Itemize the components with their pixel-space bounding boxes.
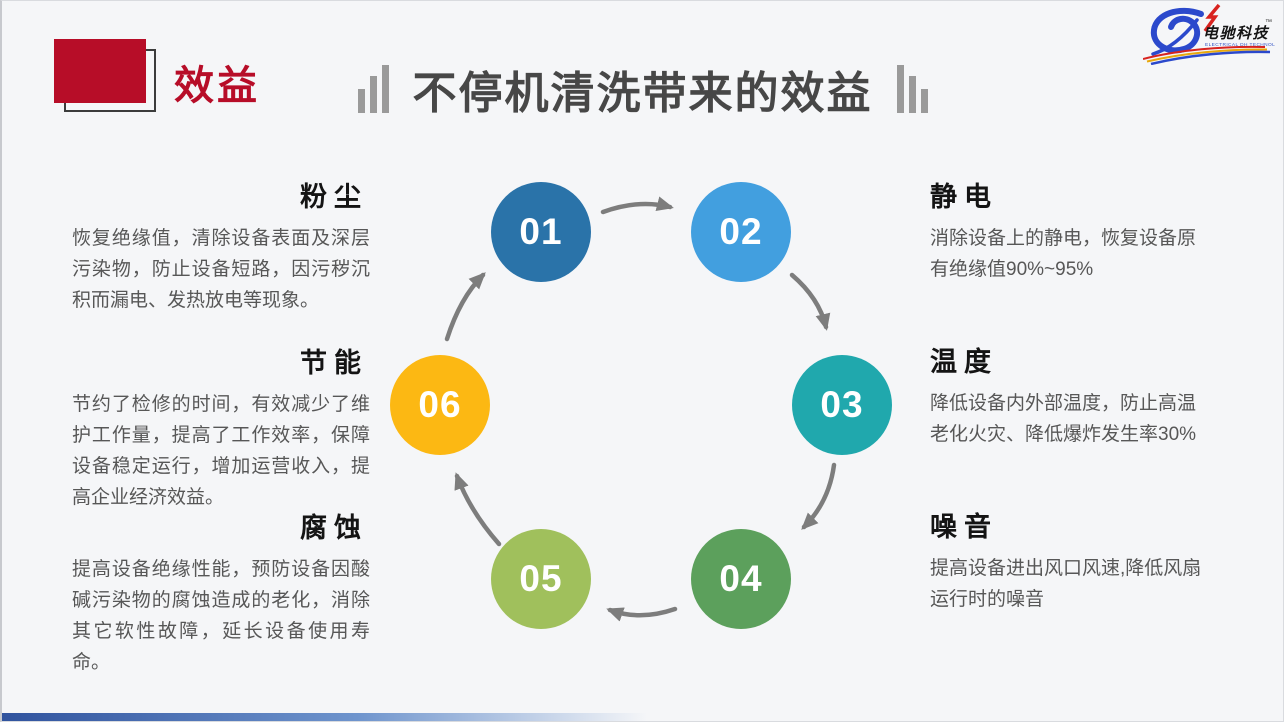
benefit-block-temperature: 温度 降低设备内外部温度，防止高温老化火灾、降低爆炸发生率30% [930, 346, 1214, 450]
logo-stripes-icon [1142, 45, 1271, 66]
step-number: 01 [519, 211, 563, 252]
arrow-04-05-icon [606, 606, 678, 622]
benefit-body: 提高设备绝缘性能，预防设备因酸碱污染物的腐蚀造成的老化，消除其它软性故障，延长设… [72, 559, 370, 674]
arrow-05-06-icon [454, 472, 502, 547]
cycle-step-05: 05 [491, 529, 591, 629]
equalizer-bars-right-icon [896, 65, 928, 118]
benefit-heading: 静电 [930, 182, 998, 212]
benefit-body: 节约了检修的时间，有效减少了维护工作量，提高了工作效率，保障设备稳定运行，增加运… [72, 394, 370, 509]
page-title: 不停机清洗带来的效益 [412, 68, 873, 118]
step-number: 03 [820, 384, 864, 425]
equalizer-bars-left-icon [357, 65, 389, 118]
company-logo: 电驰科技 ™ ELECTRICAL DH TECHNOLOGY [1142, 3, 1283, 66]
logo-swoosh-icon [1150, 7, 1204, 56]
step-number: 02 [719, 211, 763, 252]
benefit-heading: 温度 [930, 347, 998, 377]
cycle-step-04: 04 [691, 529, 791, 629]
cycle-step-03: 03 [792, 355, 892, 455]
cycle-arrows [444, 196, 837, 622]
cycle-step-01: 01 [491, 182, 591, 282]
arrow-01-02-icon [600, 196, 674, 215]
benefit-heading: 噪音 [930, 512, 998, 542]
title-row: 不停机清洗带来的效益 [2, 65, 1283, 118]
eq-bar [908, 76, 916, 113]
benefit-block-dust: 粉尘 恢复绝缘值，清除设备表面及深层污染物，防止设备短路，因污秽沉积而漏电、发热… [72, 181, 370, 316]
step-number: 05 [519, 558, 563, 599]
cycle-diagram: 01 02 03 04 05 06 [382, 159, 902, 659]
benefit-heading: 粉尘 [300, 182, 368, 212]
benefit-block-corrosion: 腐蚀 提高设备绝缘性能，预防设备因酸碱污染物的腐蚀造成的老化，消除其它软性故障，… [72, 512, 370, 678]
benefit-block-energy: 节能 节约了检修的时间，有效减少了维护工作量，提高了工作效率，保障设备稳定运行，… [72, 347, 370, 513]
cycle-step-06: 06 [390, 355, 490, 455]
benefit-body: 降低设备内外部温度，防止高温老化火灾、降低爆炸发生率30% [930, 393, 1197, 446]
eq-bar [920, 89, 928, 113]
step-number: 06 [418, 384, 462, 425]
eq-bar [369, 76, 377, 113]
logo-trademark: ™ [1265, 19, 1272, 26]
logo-subtitle: ELECTRICAL DH TECHNOLOGY [1205, 42, 1275, 48]
benefit-block-noise: 噪音 提高设备进出风口风速,降低风扇运行时的噪音 [930, 511, 1214, 615]
benefit-body: 消除设备上的静电，恢复设备原有绝缘值90%~95% [930, 228, 1197, 281]
arrow-06-01-icon [444, 272, 486, 342]
logo-brand-text: 电驰科技 [1203, 25, 1270, 42]
arrow-03-04-icon [801, 462, 837, 530]
arrow-02-03-icon [789, 272, 831, 331]
footer-accent-bar [2, 713, 647, 721]
eq-bar [381, 65, 389, 113]
benefit-heading: 节能 [300, 348, 368, 378]
benefit-heading: 腐蚀 [300, 513, 368, 543]
badge-red-box [54, 39, 146, 103]
benefit-block-static: 静电 消除设备上的静电，恢复设备原有绝缘值90%~95% [930, 181, 1214, 285]
lightning-bolt-icon [1203, 3, 1221, 33]
cycle-step-02: 02 [691, 182, 791, 282]
benefit-body: 提高设备进出风口风速,降低风扇运行时的噪音 [930, 558, 1202, 611]
section-label: 效益 [174, 64, 260, 108]
step-number: 04 [719, 558, 763, 599]
eq-bar [357, 89, 365, 113]
eq-bar [896, 65, 904, 113]
benefit-body: 恢复绝缘值，清除设备表面及深层污染物，防止设备短路，因污秽沉积而漏电、发热放电等… [72, 228, 370, 312]
